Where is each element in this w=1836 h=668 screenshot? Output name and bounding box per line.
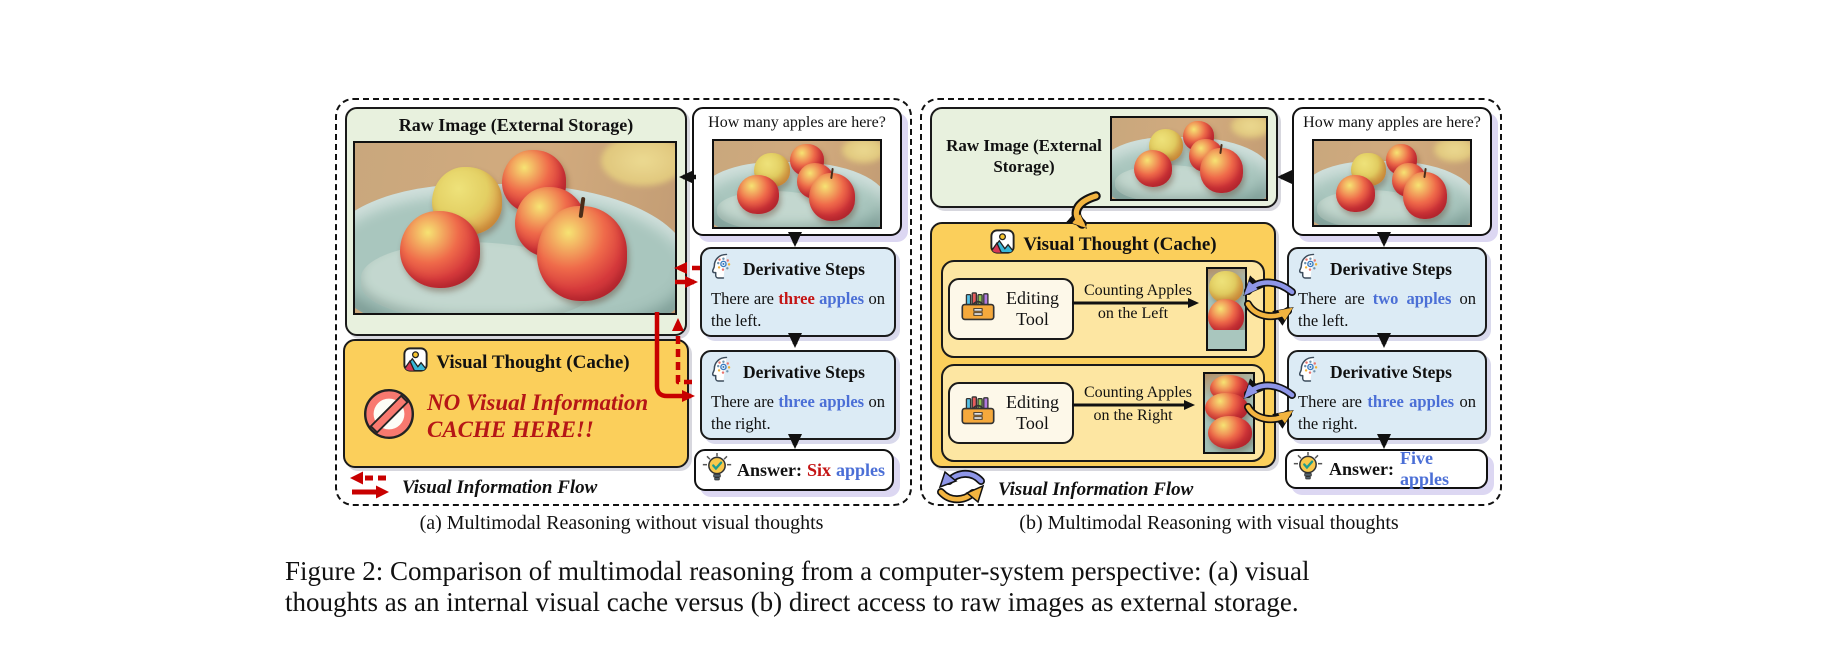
caption-a: (a) Multimodal Reasoning without visual … bbox=[419, 512, 824, 534]
editing-tool-box-2: Editing Tool bbox=[948, 382, 1074, 444]
answer-box-b: Answer: Five apples bbox=[1285, 448, 1488, 489]
derivative-text-1-a: There are three apples on the left. bbox=[711, 289, 886, 330]
derivative-steps-2-b: Derivative Steps There are three apples … bbox=[1287, 350, 1487, 440]
no-cache-warning: NO Visual Information CACHE HERE!! bbox=[427, 390, 649, 442]
derivative-steps-2-a: Derivative Steps There are three apples … bbox=[700, 350, 896, 440]
crop-image-2 bbox=[1203, 372, 1255, 454]
editing-tool-label-2: Editing Tool bbox=[1006, 392, 1059, 433]
figure-caption: Figure 2: Comparison of multimodal reaso… bbox=[285, 556, 1310, 617]
answer-object: apples bbox=[836, 459, 886, 480]
blue-yellow-flow-arrows-icon bbox=[934, 468, 988, 512]
derivative-steps-title: Derivative Steps bbox=[743, 362, 865, 382]
derivative-text-2-b: There are three apples on the right. bbox=[1298, 392, 1477, 433]
editing-tool-label-1: Editing Tool bbox=[1006, 288, 1059, 329]
red-flow-arrows-icon bbox=[346, 470, 392, 506]
legend-label-b: Visual Information Flow bbox=[998, 479, 1194, 500]
no-cache-icon bbox=[361, 386, 417, 447]
derivative-steps-title: Derivative Steps bbox=[1330, 362, 1452, 382]
edit-action-2: Counting Apples bbox=[1083, 384, 1192, 401]
crop-image-1 bbox=[1206, 267, 1247, 351]
answer-label: Answer: bbox=[1329, 458, 1394, 479]
toolbox-icon bbox=[959, 394, 997, 433]
legend-a: Visual Information Flow bbox=[346, 470, 597, 506]
answer-label: Answer: bbox=[737, 459, 802, 480]
lightbulb-icon bbox=[702, 452, 732, 489]
question-photo-b bbox=[1312, 139, 1472, 227]
brain-icon bbox=[1297, 253, 1323, 286]
derivative-steps-1-a: Derivative Steps There are three apples … bbox=[700, 247, 896, 337]
answer-value: Five apples bbox=[1400, 448, 1450, 489]
edit-action-1b: on the Left bbox=[1097, 305, 1169, 322]
legend-label-a: Visual Information Flow bbox=[402, 477, 598, 498]
question-text-b: How many apples are here? bbox=[1303, 114, 1481, 131]
image-icon bbox=[402, 346, 429, 379]
edit-action-1: Counting Apples bbox=[1083, 282, 1192, 299]
legend-b: Visual Information Flow bbox=[934, 468, 1193, 512]
apple-photo-b bbox=[1110, 116, 1268, 201]
raw-image-title-a: Raw Image (External Storage) bbox=[398, 115, 634, 135]
brain-icon bbox=[710, 356, 736, 389]
raw-image-title-b: Raw Image (External Storage) bbox=[946, 136, 1102, 177]
visual-thought-title-a: Visual Thought (Cache) bbox=[436, 351, 630, 373]
visual-thought-title-b: Visual Thought (Cache) bbox=[1023, 233, 1217, 255]
lightbulb-icon bbox=[1293, 451, 1323, 488]
derivative-steps-title: Derivative Steps bbox=[1330, 259, 1452, 279]
derivative-text-1-b: There are two apples on the left. bbox=[1298, 289, 1477, 330]
derivative-steps-title: Derivative Steps bbox=[743, 259, 865, 279]
image-icon bbox=[989, 228, 1016, 261]
derivative-text-2-a: There are three apples on the right. bbox=[711, 392, 886, 433]
brain-icon bbox=[710, 253, 736, 286]
panel-a bbox=[335, 98, 912, 506]
visual-thought-box-a: Visual Thought (Cache) NO Visual Informa… bbox=[343, 339, 689, 468]
panel-b bbox=[920, 98, 1502, 506]
answer-count: Six bbox=[807, 459, 832, 480]
answer-box-a: Answer: Six apples bbox=[694, 449, 894, 491]
editing-tool-box-1: Editing Tool bbox=[948, 278, 1074, 340]
question-text-a: How many apples are here? bbox=[708, 114, 886, 131]
question-photo-a bbox=[712, 139, 882, 229]
edit-action-2b: on the Right bbox=[1093, 407, 1173, 424]
derivative-steps-1-b: Derivative Steps There are two apples on… bbox=[1287, 247, 1487, 337]
brain-icon bbox=[1297, 356, 1323, 389]
toolbox-icon bbox=[959, 290, 997, 329]
apple-photo-a bbox=[353, 141, 677, 315]
caption-b: (b) Multimodal Reasoning with visual tho… bbox=[1019, 512, 1399, 534]
